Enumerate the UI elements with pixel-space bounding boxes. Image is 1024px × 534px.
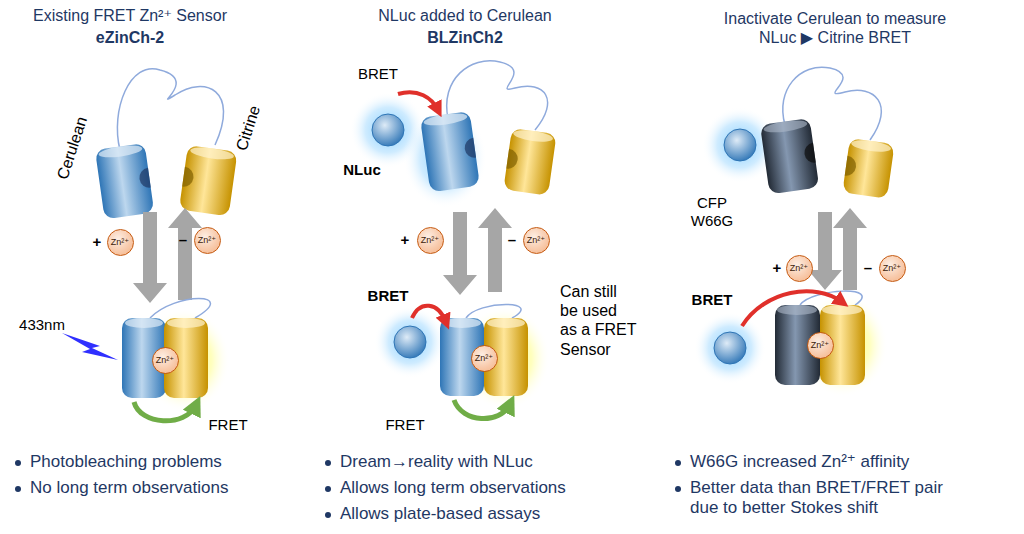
transfer-label: BRET (692, 291, 733, 309)
ion-label: Zn²⁺ (475, 354, 493, 363)
panel-3-art (694, 67, 895, 397)
ion-label: Zn²⁺ (527, 236, 545, 245)
bullet-text: Dream→reality with NLuc (340, 452, 533, 472)
release-arrow (478, 208, 512, 292)
plus-sign: + (773, 259, 782, 277)
minus-sign: – (179, 231, 187, 249)
bullet-text: Photobleaching problems (30, 452, 222, 472)
sensor-name: BLZinCh2 (427, 28, 503, 47)
nluc-glow (374, 306, 446, 378)
bullet-text: No long term observations (30, 478, 228, 498)
ion-label: Zn²⁺ (421, 236, 439, 245)
nluc-glow (694, 312, 766, 384)
ion-label: Zn²⁺ (198, 236, 216, 245)
bullet-text: Allows long term observations (340, 478, 566, 498)
nluc-sphere (714, 332, 746, 364)
ion-label: Zn²⁺ (111, 238, 129, 247)
bullet-text: Allows plate-based assays (340, 504, 540, 524)
ion-label: Zn²⁺ (883, 264, 901, 273)
zinc-ion: Zn²⁺ (471, 345, 498, 372)
zinc-ion: Zn²⁺ (523, 227, 550, 254)
citrine-barrel (842, 138, 894, 199)
ion-label: Zn²⁺ (156, 356, 174, 365)
release-arrow (833, 208, 867, 290)
linker-loop (150, 299, 210, 319)
release-arrow (168, 208, 202, 300)
wavelength: 433nm (19, 316, 65, 334)
protein-name: Cerulean (53, 114, 91, 182)
transfer-label: BRET (368, 287, 409, 305)
transfer-label: FRET (208, 416, 247, 434)
bullet-dot (675, 460, 681, 466)
panel-heading: NLuc added to Cerulean (378, 6, 551, 25)
nluc-sphere (372, 114, 404, 146)
bullet-dot (325, 486, 331, 492)
sensor-name: eZinCh-2 (96, 28, 164, 47)
protein-name: CFP W66G (686, 194, 738, 230)
nluc-sphere (724, 129, 756, 161)
minus-sign: – (864, 259, 872, 277)
zinc-ion: Zn²⁺ (152, 347, 179, 374)
citrine-barrel (503, 128, 556, 196)
panel-heading: Existing FRET Zn²⁺ Sensor (33, 6, 227, 25)
panel-heading: Inactivate Cerulean to measure NLuc ▶ Ci… (704, 9, 966, 47)
zinc-ion: Zn²⁺ (786, 255, 813, 282)
linker-loop (466, 305, 521, 319)
bullet-text: W66G increased Zn²⁺ affinity (690, 452, 909, 472)
nluc-sphere (394, 326, 426, 358)
plus-sign: + (93, 233, 102, 251)
ion-label: Zn²⁺ (811, 341, 829, 350)
zinc-ion: Zn²⁺ (107, 229, 134, 256)
bret-arrow (398, 92, 438, 110)
protein-name: NLuc (343, 161, 381, 179)
transfer-label: BRET (358, 65, 398, 83)
citrine-barrel (179, 145, 238, 216)
cerulean-barrel (420, 111, 480, 192)
bullet-text: Better data than BRET/FRET pair due to b… (690, 478, 972, 519)
zinc-ion: Zn²⁺ (807, 332, 834, 359)
panel-2-art (350, 61, 557, 419)
note-text: Can still be used as a FRET Sensor (560, 282, 638, 359)
minus-sign: – (508, 231, 516, 249)
cerulean-barrel (95, 143, 154, 219)
fret-arrow (134, 402, 196, 421)
binding-arrow (443, 212, 477, 295)
bullet-dot (15, 460, 21, 466)
bret-arrow (742, 291, 842, 326)
bullet-dot (15, 486, 21, 492)
zinc-ion: Zn²⁺ (879, 255, 906, 282)
zinc-ion: Zn²⁺ (194, 227, 221, 254)
cerulean-glow (403, 108, 487, 208)
transfer-label: FRET (385, 416, 424, 434)
linker-loop (117, 69, 223, 150)
ion-label: Zn²⁺ (790, 264, 808, 273)
zinc-ion: Zn²⁺ (417, 227, 444, 254)
dark-cfp-barrel (760, 118, 819, 194)
bret-arrow (412, 306, 446, 322)
excitation-bolt (62, 333, 118, 360)
binding-arrow (133, 212, 167, 303)
bullet-dot (325, 460, 331, 466)
bullet-dot (675, 486, 681, 492)
plus-sign: + (401, 231, 410, 249)
fret-arrow (454, 400, 510, 419)
bullet-dot (325, 512, 331, 518)
protein-name: Citrine (232, 103, 265, 153)
